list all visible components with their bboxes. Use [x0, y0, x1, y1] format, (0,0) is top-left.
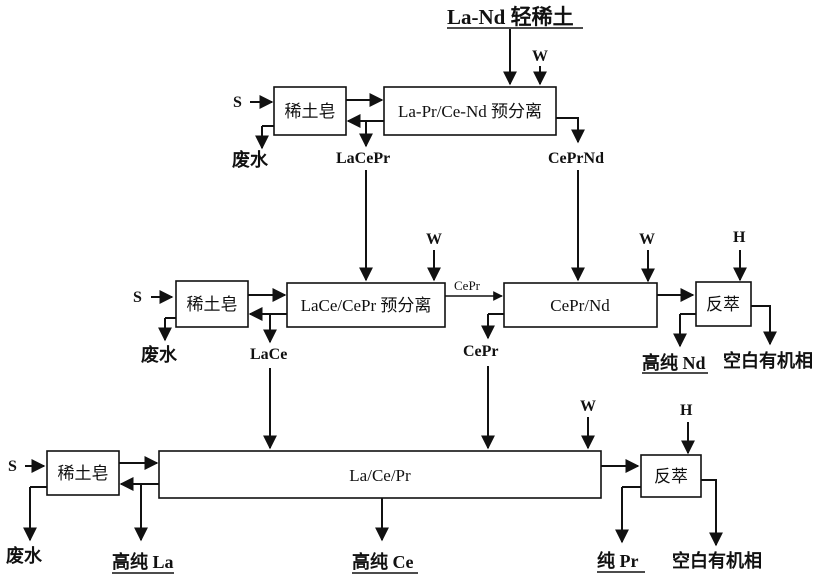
w1-label: W [532, 48, 548, 65]
presep-box-2-label: LaCe/CePr 预分离 [301, 296, 432, 315]
diagram-title: La-Nd 轻稀土 [447, 5, 574, 29]
waste3-label: 废水 [6, 545, 43, 566]
cepr-mid-label: CePr [463, 343, 499, 360]
cepr-stream-label: CePr [454, 278, 481, 293]
product-blank2: 空白有机相 [672, 550, 762, 571]
s2-label: S [133, 289, 142, 306]
ceprnd-arrow [556, 118, 578, 142]
blank2-arrow [701, 480, 716, 545]
product-pr: 纯 Pr [597, 550, 638, 571]
cepr-nd-box-label: CePr/Nd [550, 296, 610, 315]
strip-box-2-label: 反萃 [654, 467, 688, 486]
s1-label: S [233, 94, 242, 111]
w2-label: W [426, 231, 442, 248]
w4-label: W [580, 398, 596, 415]
la-ce-pr-box-label: La/Ce/Pr [349, 466, 411, 485]
soap-box-1-label: 稀土皂 [285, 102, 336, 121]
h2-label: H [680, 402, 693, 419]
s3-label: S [8, 458, 17, 475]
presep-box-1-label: La-Pr/Ce-Nd 预分离 [398, 102, 542, 121]
waste1-label: 废水 [232, 149, 269, 170]
soap-box-3-label: 稀土皂 [58, 464, 109, 483]
ceprnd-label: CePrNd [548, 150, 604, 167]
product-blank1: 空白有机相 [723, 350, 813, 371]
product-la: 高纯 La [112, 551, 174, 572]
product-ce: 高纯 Ce [352, 551, 414, 572]
lacepr-label: LaCePr [336, 150, 390, 167]
soap-box-2-label: 稀土皂 [187, 295, 238, 314]
waste2-label: 废水 [141, 344, 178, 365]
lace-label: LaCe [250, 346, 287, 363]
w3-label: W [639, 231, 655, 248]
product-nd: 高纯 Nd [642, 352, 706, 373]
h1-label: H [733, 229, 746, 246]
blank1-arrow [751, 306, 770, 344]
strip-box-1-label: 反萃 [706, 295, 740, 314]
